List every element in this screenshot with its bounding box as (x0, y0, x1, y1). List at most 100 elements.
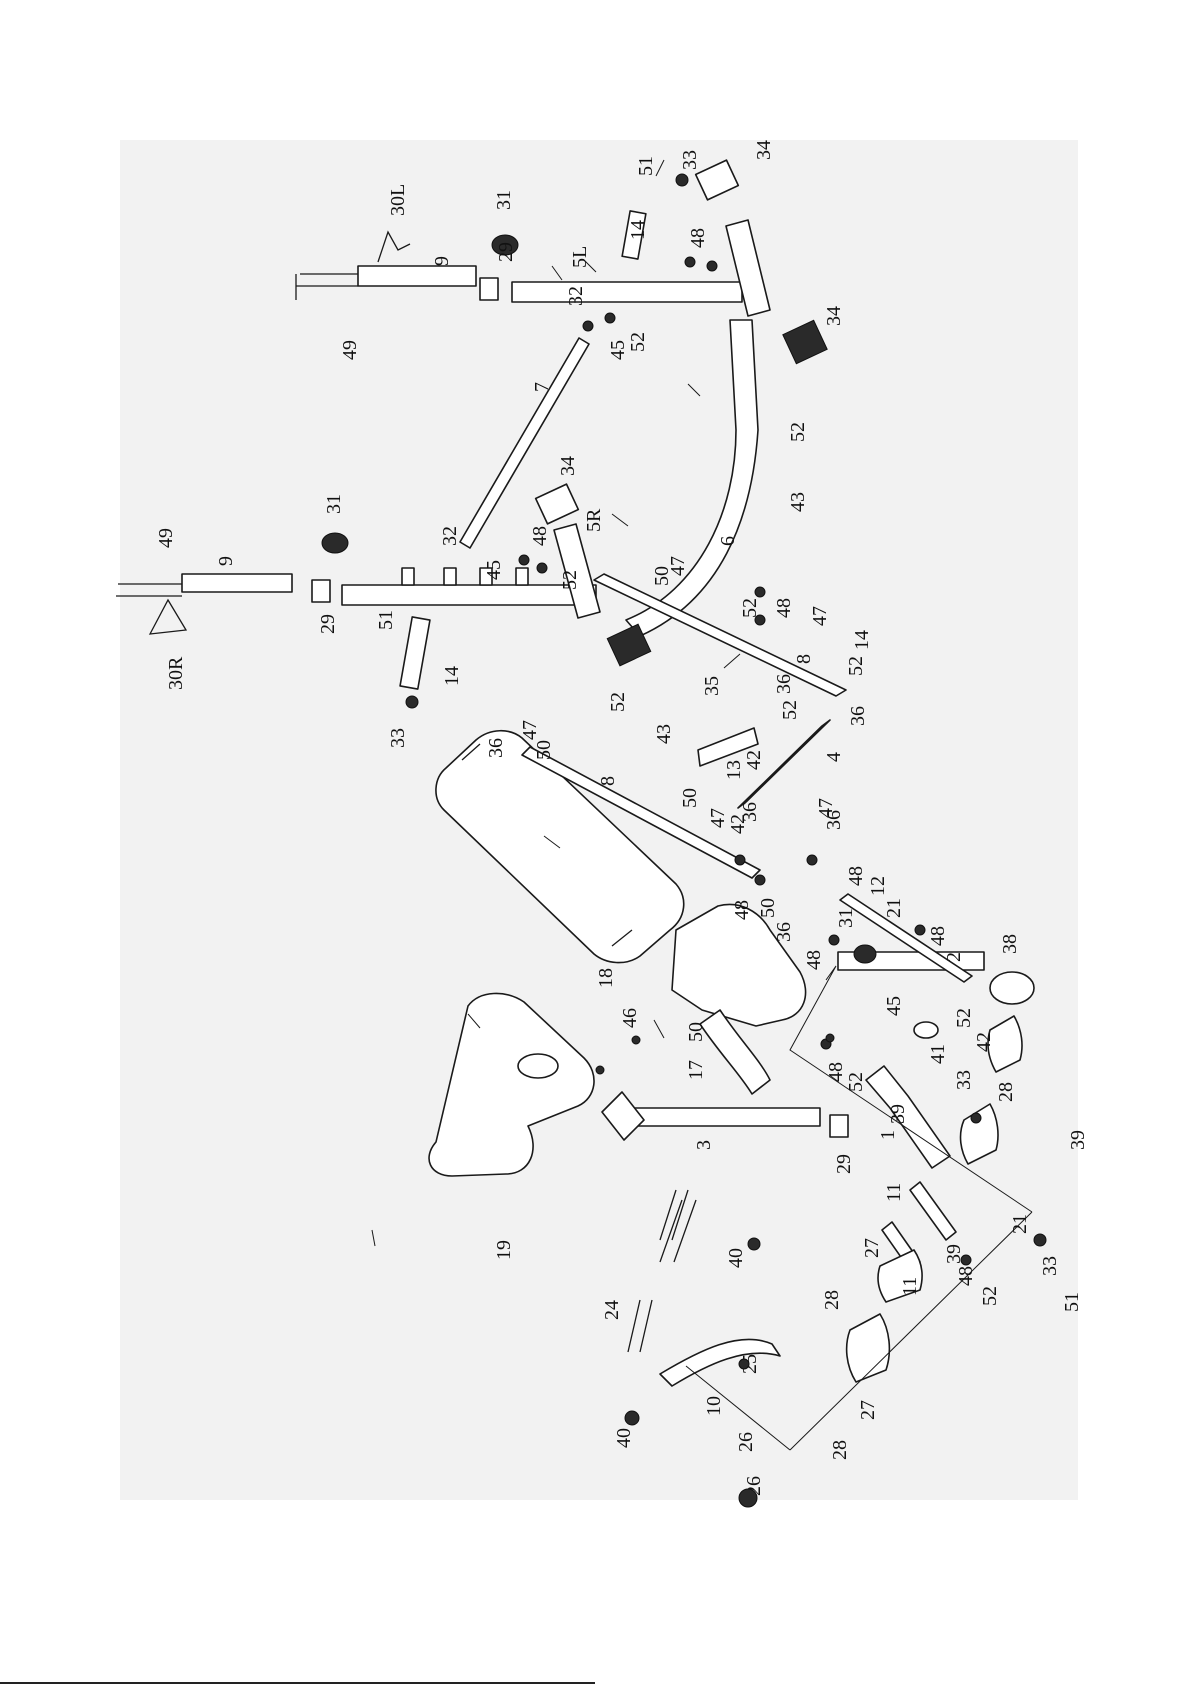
label-1: 1 (877, 1130, 899, 1140)
label-51b: 51 (375, 610, 397, 630)
label-27a: 27 (861, 1238, 883, 1258)
label-40a: 40 (725, 1248, 747, 1268)
label-52j: 52 (979, 1286, 1001, 1306)
label-18: 18 (595, 968, 617, 988)
label-39a: 39 (887, 1104, 909, 1124)
label-48f: 48 (803, 950, 825, 970)
label-21a: 21 (883, 898, 905, 918)
label-52h: 52 (953, 1008, 975, 1028)
label-24: 24 (601, 1300, 623, 1320)
label-48g: 48 (927, 926, 949, 946)
part-5L-base (725, 219, 771, 317)
label-19: 19 (493, 1240, 515, 1260)
label-42a: 42 (743, 750, 765, 770)
label-31a: 31 (493, 190, 515, 210)
label-9b: 9 (215, 556, 237, 566)
label-50b: 50 (651, 566, 673, 586)
label-45c: 45 (883, 996, 905, 1016)
part-34-cap-d (606, 623, 652, 667)
part-31-knob-top (491, 234, 519, 256)
part-24-handles (627, 1189, 697, 1353)
label-2: 2 (943, 952, 965, 962)
label-50c: 50 (679, 788, 701, 808)
part-4-bar (737, 719, 831, 809)
hardware-fasteners (405, 173, 1047, 1508)
part-27-roller-d (959, 1103, 999, 1165)
label-52c: 52 (559, 570, 581, 590)
label-48h: 48 (825, 1062, 847, 1082)
part-38-knob (989, 971, 1035, 1005)
label-47d: 47 (707, 808, 729, 828)
label-50a: 50 (533, 740, 555, 760)
label-52i: 52 (845, 1072, 867, 1092)
label-30L: 30L (387, 184, 409, 216)
part-5R-base (553, 523, 601, 619)
part-27-roller-b (845, 1313, 891, 1383)
label-51c: 51 (1061, 1292, 1083, 1312)
label-48d: 48 (731, 900, 753, 920)
label-27b: 27 (857, 1400, 879, 1420)
label-26a: 26 (735, 1432, 757, 1452)
label-52b: 52 (787, 422, 809, 442)
part-9-post-right (181, 573, 293, 593)
label-36a: 36 (485, 738, 507, 758)
label-9a: 9 (431, 256, 453, 266)
label-11a: 11 (883, 1183, 905, 1202)
label-46: 46 (619, 1008, 641, 1028)
label-41: 41 (927, 1044, 949, 1064)
pads (428, 729, 807, 1177)
label-33b: 33 (387, 728, 409, 748)
part-31-knob-right (321, 532, 349, 554)
part-30L-handle (377, 230, 411, 263)
part-11-bar-a (909, 1181, 957, 1241)
part-8-arm-a (521, 746, 761, 879)
page-footer-rule (0, 1682, 595, 1684)
label-28b: 28 (829, 1440, 851, 1460)
label-52d: 52 (739, 598, 761, 618)
label-48e: 48 (845, 866, 867, 886)
label-33d: 33 (1039, 1256, 1061, 1276)
label-29a: 29 (495, 242, 517, 262)
label-50d: 50 (757, 898, 779, 918)
part-34-cap-a (694, 159, 740, 201)
label-5L: 5L (569, 246, 591, 268)
label-14b: 14 (441, 666, 463, 686)
label-8a: 8 (597, 776, 619, 786)
label-49b: 49 (155, 528, 177, 548)
label-36c: 36 (739, 802, 761, 822)
label-34c: 34 (557, 456, 579, 476)
label-47c: 47 (809, 606, 831, 626)
part-17-seat (671, 903, 807, 1027)
label-28a: 28 (821, 1290, 843, 1310)
label-31c: 31 (835, 908, 857, 928)
part-3-plate (601, 1091, 645, 1141)
label-29c: 29 (833, 1154, 855, 1174)
label-35: 35 (701, 676, 723, 696)
assembly-bracket-line (685, 965, 1033, 1451)
part-18-backrest (435, 729, 685, 964)
label-34b: 34 (823, 306, 845, 326)
part-29-sleeve-a (479, 277, 499, 301)
label-40b: 40 (613, 1428, 635, 1448)
label-38: 38 (999, 934, 1021, 954)
label-31b: 31 (323, 494, 345, 514)
label-48i: 48 (955, 1266, 977, 1286)
label-52a: 52 (627, 332, 649, 352)
label-8b: 8 (793, 654, 815, 664)
label-48a: 48 (687, 228, 709, 248)
label-48b: 48 (529, 526, 551, 546)
part-9-post-left (357, 265, 477, 287)
label-47e: 47 (815, 798, 837, 818)
part-30R-handle (148, 598, 188, 635)
part-14-tube-b (399, 616, 431, 690)
label-52f: 52 (779, 700, 801, 720)
part-29-sleeve-c (829, 1114, 849, 1138)
label-42c: 42 (973, 1032, 995, 1052)
label-51a: 51 (635, 156, 657, 176)
part-27-roller-a (877, 1249, 923, 1303)
label-30R: 30R (165, 656, 187, 690)
label-50e: 50 (685, 1022, 707, 1042)
label-48c: 48 (773, 598, 795, 618)
label-14c: 14 (851, 630, 873, 650)
